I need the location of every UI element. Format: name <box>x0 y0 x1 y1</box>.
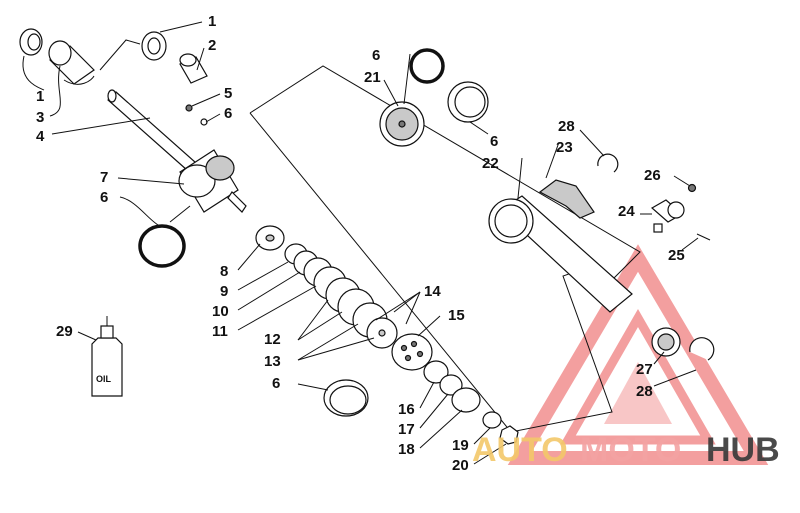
part-piston <box>391 333 433 371</box>
callout-21: 21 <box>364 69 381 86</box>
callout-8: 8 <box>220 263 228 280</box>
callout-6-b: 6 <box>100 189 108 206</box>
callout-24: 24 <box>618 203 635 220</box>
callout-1-left: 1 <box>36 88 44 105</box>
part-pin <box>696 233 711 241</box>
callout-13: 13 <box>264 353 281 370</box>
part-bushing-top <box>141 31 167 61</box>
callout-6-d: 6 <box>372 47 380 64</box>
callout-4: 4 <box>36 128 45 145</box>
callout-6-e: 6 <box>490 133 498 150</box>
callout-10: 10 <box>212 303 229 320</box>
oil-bottle-label: OIL <box>96 374 112 384</box>
part-seal-head <box>178 149 247 213</box>
part-screw-26 <box>687 183 697 193</box>
part-screw <box>185 104 193 112</box>
callout-2: 2 <box>208 37 216 54</box>
part-eyelet <box>48 40 95 85</box>
watermark-auto: AUTO <box>472 431 568 469</box>
part-end-cap <box>651 327 681 357</box>
leader-lines <box>22 21 699 465</box>
callout-28-top: 28 <box>558 118 575 135</box>
callout-18: 18 <box>398 441 415 458</box>
callout-11: 11 <box>212 323 228 340</box>
part-oring-left <box>138 224 186 268</box>
part-shim-stack <box>284 243 398 349</box>
watermark-moto: MOTO <box>580 431 681 469</box>
watermark-logo <box>507 244 769 465</box>
callout-6-a: 6 <box>224 105 232 122</box>
watermark-text: AUTO MOTO HUB <box>472 431 780 469</box>
callout-27: 27 <box>636 361 653 378</box>
callout-17: 17 <box>398 421 415 438</box>
part-shield <box>538 179 595 219</box>
part-clip-bottom <box>689 337 715 361</box>
callout-12: 12 <box>264 331 281 348</box>
part-body-tube <box>488 195 633 313</box>
callout-25: 25 <box>668 247 685 264</box>
part-band-right <box>447 81 489 123</box>
callout-9: 9 <box>220 283 228 300</box>
part-spacer <box>179 53 208 84</box>
part-washer <box>255 225 285 251</box>
callout-labels: 1 2 1 3 4 5 6 7 6 8 9 10 11 12 13 14 15 … <box>36 13 685 474</box>
part-valve <box>650 199 685 233</box>
callout-6-c: 6 <box>272 375 280 392</box>
part-rebound-stack <box>423 360 481 413</box>
callout-3: 3 <box>36 109 44 126</box>
callout-26: 26 <box>644 167 661 184</box>
callout-29: 29 <box>56 323 73 340</box>
part-nut <box>499 425 519 445</box>
callout-20: 20 <box>452 457 469 474</box>
callout-23: 23 <box>556 139 573 156</box>
callout-5: 5 <box>224 85 232 102</box>
callout-1-top: 1 <box>208 13 216 30</box>
part-oring-top <box>409 48 445 84</box>
callout-19: 19 <box>452 437 469 454</box>
part-bushing-left <box>19 28 43 56</box>
part-wear-band <box>323 379 369 417</box>
part-clip-top <box>597 153 619 173</box>
callout-7: 7 <box>100 169 108 186</box>
part-oil-bottle: OIL <box>91 316 123 397</box>
part-bearing-cap <box>379 101 425 147</box>
watermark-hub: HUB <box>706 431 780 469</box>
part-shaft <box>107 89 205 179</box>
callout-28-bottom: 28 <box>636 383 653 400</box>
callout-14: 14 <box>424 283 441 300</box>
part-washer-small <box>482 411 502 429</box>
callout-15: 15 <box>448 307 465 324</box>
callout-16: 16 <box>398 401 415 418</box>
callout-22: 22 <box>482 155 499 172</box>
